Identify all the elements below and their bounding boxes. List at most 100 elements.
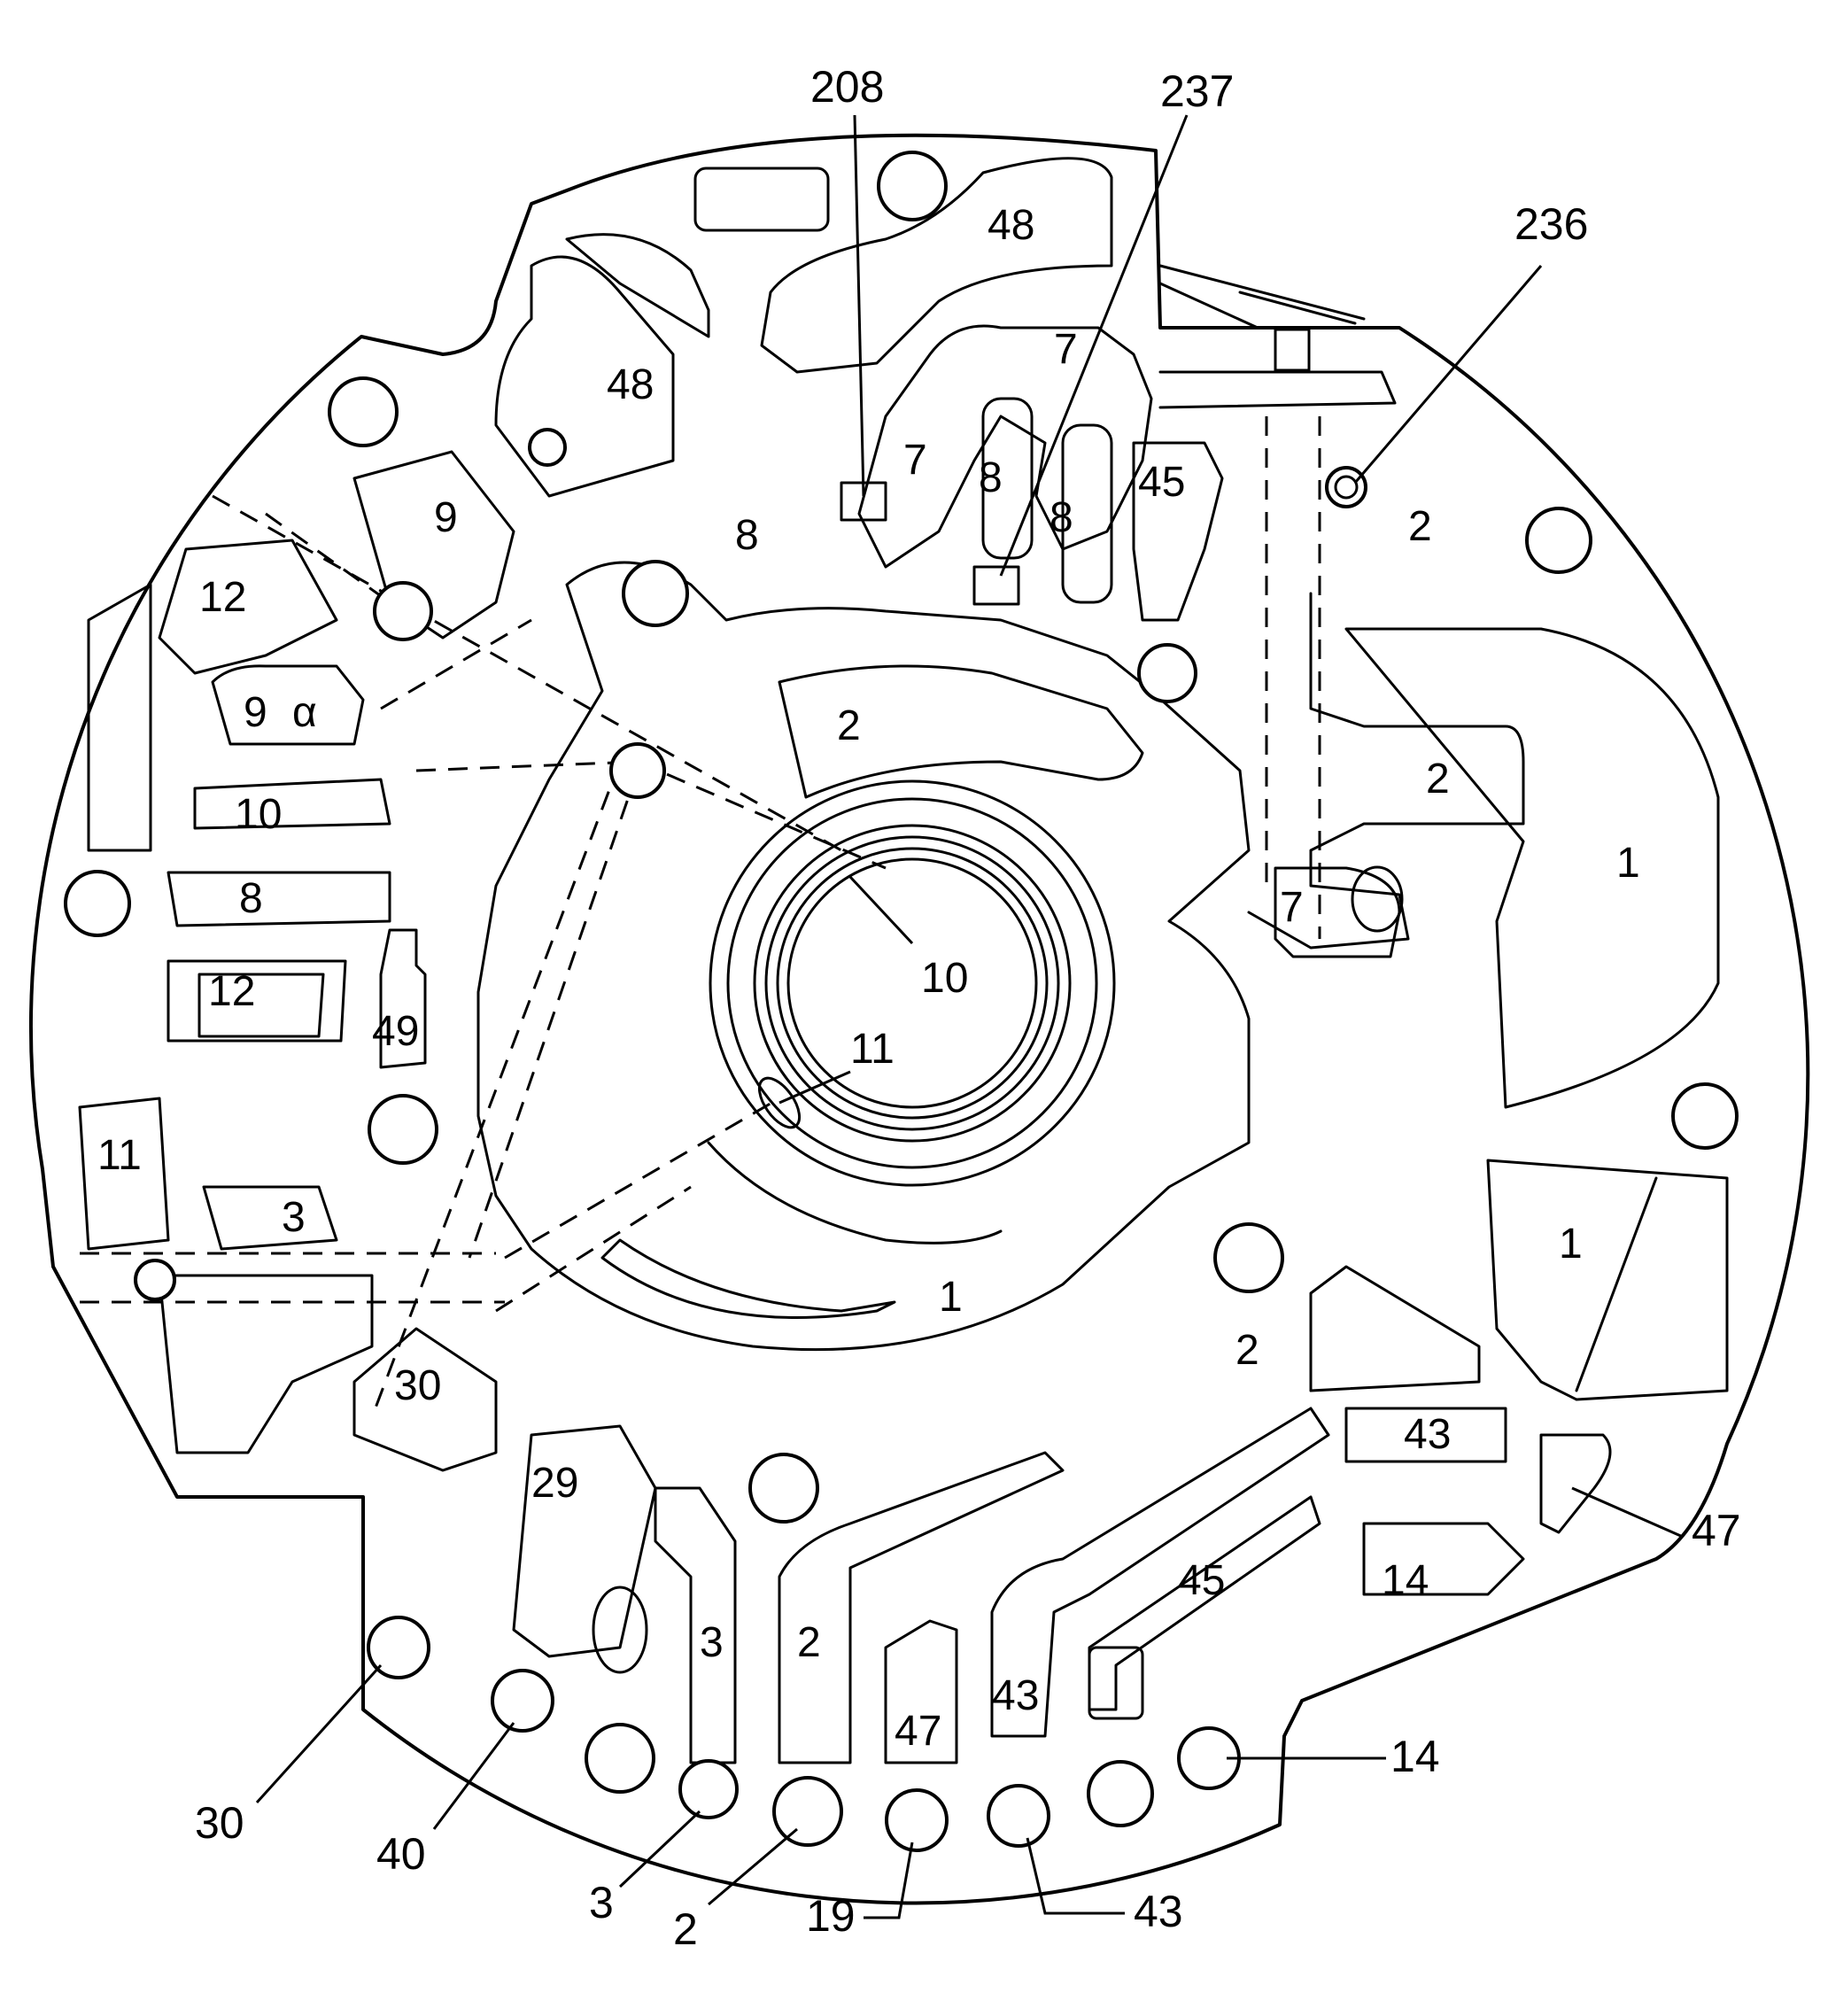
passage-2-center: 2 bbox=[837, 702, 861, 749]
passage-12-left: 12 bbox=[199, 574, 246, 621]
hole-left-mid bbox=[368, 1094, 438, 1165]
cavity-43 bbox=[1344, 1407, 1507, 1463]
hole-boss bbox=[622, 560, 689, 627]
passage-7-mid: 7 bbox=[903, 437, 927, 484]
callout-19: 19 bbox=[806, 1891, 856, 1941]
passage-9-top: 9 bbox=[434, 494, 458, 541]
central-boss bbox=[476, 561, 1251, 1352]
cavity-2-center bbox=[778, 664, 1144, 799]
passage-11-left: 11 bbox=[97, 1132, 142, 1179]
hole-center-left bbox=[609, 742, 666, 799]
cavity-9-inner bbox=[211, 664, 365, 746]
callout-3: 3 bbox=[589, 1878, 614, 1927]
passage-14-lower: 14 bbox=[1382, 1557, 1429, 1604]
cavity-45-plug bbox=[1088, 1646, 1144, 1720]
port-7 bbox=[1351, 865, 1404, 933]
passage-43-channel: 43 bbox=[992, 1672, 1039, 1719]
passage-9-inner: 9 bbox=[244, 689, 267, 736]
passage-alpha: α bbox=[292, 689, 317, 736]
hole-right-top bbox=[1525, 507, 1592, 574]
leader-lines bbox=[255, 114, 1684, 1919]
cavity-48-top bbox=[760, 157, 1113, 374]
cavity-49 bbox=[379, 928, 427, 1069]
cavity-1-arc2 bbox=[707, 1141, 1003, 1244]
passage-1-right: 1 bbox=[1616, 840, 1640, 887]
channel-29 bbox=[512, 1424, 657, 1658]
hole-43 bbox=[987, 1784, 1050, 1848]
hole-3 bbox=[678, 1759, 739, 1819]
leader-47 bbox=[1571, 1486, 1684, 1539]
cavity-12-top bbox=[158, 539, 338, 675]
callout-47: 47 bbox=[1692, 1506, 1741, 1555]
passage-43-right: 43 bbox=[1404, 1411, 1451, 1458]
leader-11 bbox=[778, 1070, 851, 1105]
channel-3 bbox=[654, 1486, 737, 1764]
passage-7-top: 7 bbox=[1054, 326, 1078, 373]
passage-30-inner: 30 bbox=[394, 1362, 441, 1409]
check-ball bbox=[373, 581, 433, 641]
callout-40: 40 bbox=[376, 1829, 426, 1879]
bore-ring-6 bbox=[786, 857, 1038, 1109]
cavity-8-left bbox=[167, 871, 391, 927]
hole-right-boss bbox=[1137, 643, 1197, 703]
plug-236-inner bbox=[1334, 475, 1359, 500]
hole-2 bbox=[772, 1776, 843, 1847]
cavity-1-lower-right bbox=[1486, 1159, 1729, 1401]
passage-3-channel: 3 bbox=[700, 1619, 724, 1666]
passage-8-lower: 8 bbox=[239, 875, 263, 922]
passage-8-b: 8 bbox=[1050, 494, 1073, 541]
hole-lower-center bbox=[748, 1453, 819, 1524]
passage-2-right-top: 2 bbox=[1408, 503, 1432, 550]
passage-49: 49 bbox=[372, 1008, 419, 1055]
cavity-47 bbox=[1539, 1433, 1612, 1534]
passage-1-right-lower: 1 bbox=[1559, 1221, 1583, 1268]
hole-40 bbox=[491, 1669, 554, 1733]
leader-236 bbox=[1353, 265, 1543, 484]
passage-10-center: 10 bbox=[921, 955, 968, 1002]
leader-237 bbox=[999, 114, 1189, 577]
callout-43: 43 bbox=[1134, 1887, 1183, 1936]
hole-left-small bbox=[134, 1259, 176, 1301]
bore-ring-2 bbox=[726, 797, 1098, 1169]
channel-43-lower bbox=[990, 1407, 1330, 1738]
slot-8b bbox=[1061, 423, 1113, 604]
callout-237: 237 bbox=[1160, 66, 1234, 116]
leader-43 bbox=[1026, 1837, 1125, 1915]
cavity-7-right bbox=[1274, 866, 1401, 958]
callout-14: 14 bbox=[1390, 1732, 1440, 1781]
cavity-30 bbox=[352, 1327, 498, 1472]
bore-ring-1 bbox=[709, 779, 1116, 1187]
cavity-left-edge bbox=[87, 583, 152, 852]
callout-labels: 208 237 236 47 14 43 19 2 3 40 30 bbox=[195, 62, 1741, 1954]
passage-12-lower: 12 bbox=[208, 968, 255, 1015]
leader-30 bbox=[255, 1663, 383, 1804]
cavity-1-lower-inner bbox=[1575, 1176, 1658, 1392]
cavity-45 bbox=[1132, 441, 1224, 622]
holes bbox=[64, 151, 1739, 1852]
cavity-1-right bbox=[1344, 627, 1720, 1109]
passage-48-left: 48 bbox=[607, 361, 654, 408]
channel-2-lower bbox=[778, 1451, 1065, 1764]
cavity-1-arc bbox=[600, 1238, 896, 1319]
hole-lower-b bbox=[1087, 1760, 1154, 1827]
passage-1-center: 1 bbox=[939, 1274, 963, 1321]
cavity-2-right bbox=[1247, 592, 1525, 950]
cavity-left-low bbox=[158, 1274, 374, 1454]
cavity-3-left bbox=[202, 1185, 338, 1251]
passage-47-channel: 47 bbox=[895, 1708, 941, 1755]
bore-ring-5 bbox=[776, 847, 1049, 1120]
callout-2: 2 bbox=[673, 1904, 698, 1954]
cavity-12-lower-inner bbox=[198, 973, 325, 1038]
passage-2-lower: 2 bbox=[1235, 1327, 1259, 1374]
cavity-10 bbox=[193, 778, 391, 830]
leader-40 bbox=[432, 1722, 515, 1830]
plug-237 bbox=[972, 565, 1020, 606]
top-notch bbox=[1158, 264, 1366, 330]
channel-47-lower bbox=[884, 1619, 958, 1764]
top-rail bbox=[1158, 370, 1397, 409]
passage-45-top: 45 bbox=[1138, 459, 1185, 506]
hole-right-lower bbox=[1671, 1082, 1739, 1150]
hole-right-mid bbox=[1213, 1222, 1284, 1293]
leader-19 bbox=[864, 1842, 914, 1919]
